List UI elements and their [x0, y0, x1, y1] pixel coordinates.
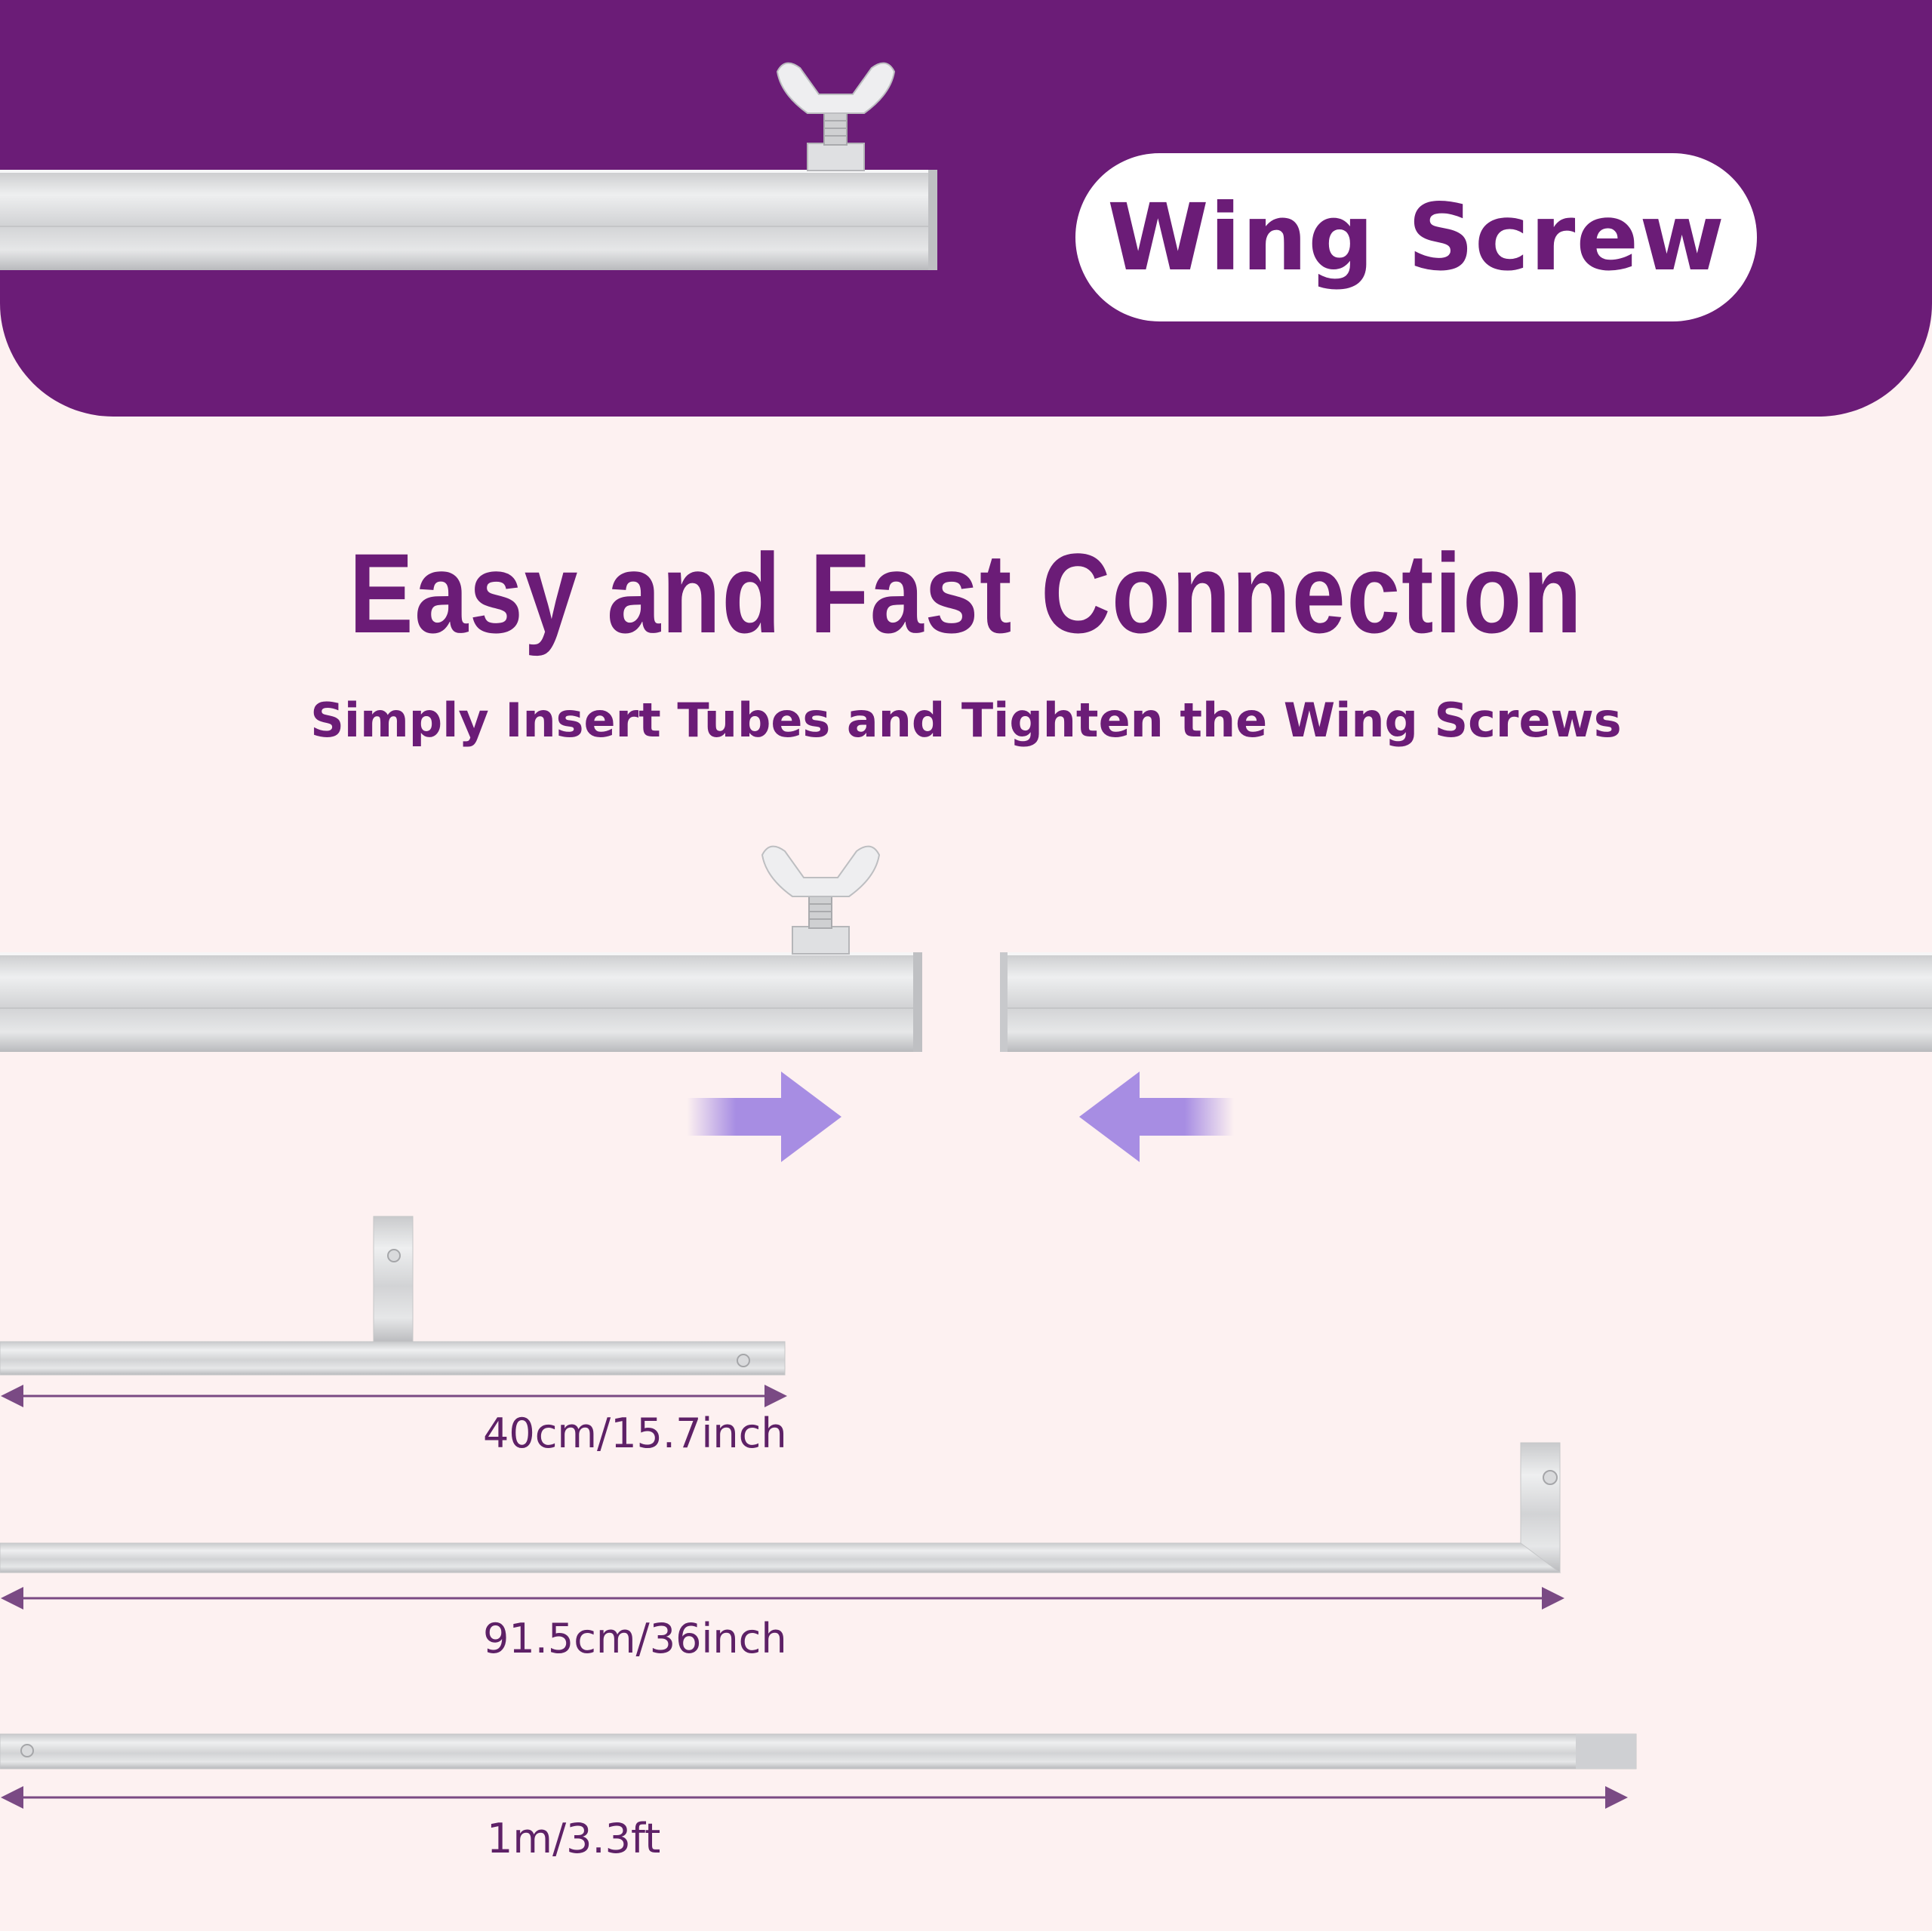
- straight-tube-1m: [0, 1733, 1637, 1770]
- banner-tube: [0, 170, 937, 270]
- headline: Easy and Fast Connection: [349, 530, 1583, 656]
- wing-screw-icon: [761, 845, 881, 955]
- dimension-label-91cm: 91.5cm/36inch: [483, 1615, 787, 1662]
- right-tube: [1000, 952, 1932, 1052]
- wing-screw-icon: [776, 62, 896, 171]
- top-banner: Wing Screw: [0, 0, 1932, 417]
- left-tube: [0, 952, 922, 1052]
- subheadline: Simply Insert Tubes and Tighten the Wing…: [310, 693, 1622, 748]
- dimension-label-40cm: 40cm/15.7inch: [483, 1410, 787, 1457]
- dimension-label-1m: 1m/3.3ft: [487, 1815, 661, 1862]
- banner-tube-illustration: [0, 62, 937, 270]
- wing-screw-badge-label: Wing Screw: [1107, 183, 1725, 291]
- arrow-left-icon: [1079, 1072, 1234, 1162]
- l-tube-91cm: [0, 1442, 1561, 1573]
- arrow-right-icon: [687, 1072, 841, 1162]
- t-tube-40cm: [0, 1216, 786, 1376]
- wing-screw-badge: Wing Screw: [1075, 153, 1757, 321]
